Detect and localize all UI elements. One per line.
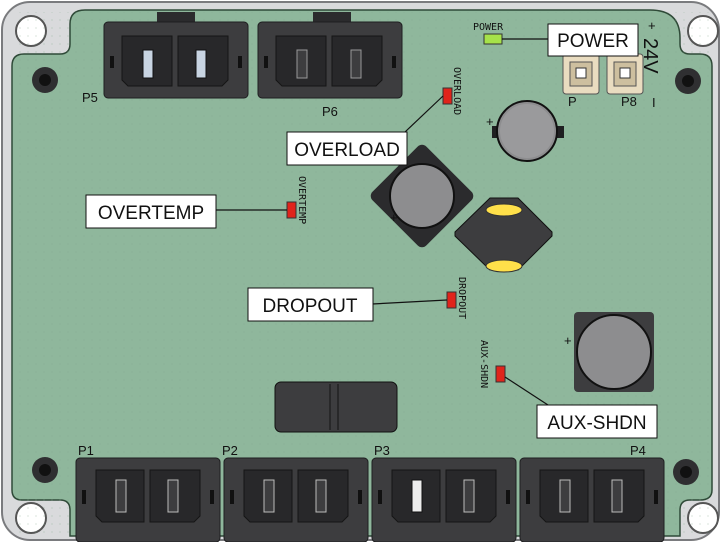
label-p5: P5 <box>82 90 98 105</box>
plate-hole-top-left <box>15 15 47 47</box>
label-p1: P1 <box>78 443 94 458</box>
silk-aux-shdn: AUX-SHDN <box>478 340 489 388</box>
plate-hole-top-right <box>687 15 719 47</box>
screw-top-left <box>32 67 58 93</box>
silk-power: POWER <box>473 22 504 33</box>
svg-text:OVERLOAD: OVERLOAD <box>294 140 400 161</box>
led-overtemp <box>286 201 297 219</box>
capacitor-large: + <box>564 312 654 392</box>
callout-aux-shdn: AUX-SHDN <box>536 404 658 439</box>
connector-p2 <box>223 457 369 542</box>
screw-top-right <box>675 68 701 94</box>
label-p7: P <box>568 94 577 109</box>
capacitor-rotated <box>370 144 474 248</box>
svg-text:DROPOUT: DROPOUT <box>263 296 358 317</box>
label-p8: P8 <box>621 94 637 109</box>
fuse-block <box>274 381 398 433</box>
connector-p6 <box>257 12 403 99</box>
connector-p5 <box>103 12 249 99</box>
capacitor-top: + <box>486 100 564 162</box>
silk-overtemp: OVERTEMP <box>296 176 307 224</box>
svg-text:POWER: POWER <box>557 31 629 52</box>
callout-overtemp: OVERTEMP <box>85 194 217 229</box>
callout-overload: OVERLOAD <box>286 131 408 166</box>
callout-power: POWER <box>547 23 639 57</box>
silk-plus: + <box>648 18 656 33</box>
led-overload <box>442 87 453 105</box>
led-dropout <box>446 291 457 309</box>
connector-p1 <box>75 457 221 542</box>
connector-p8 <box>606 53 644 95</box>
svg-text:OVERTEMP: OVERTEMP <box>98 203 204 224</box>
leader-aux-shdn <box>504 376 549 406</box>
label-p2: P2 <box>222 443 238 458</box>
label-p4: P4 <box>630 443 646 458</box>
leader-dropout <box>371 299 448 305</box>
silk-minus: I <box>652 95 656 110</box>
inductor <box>454 197 553 273</box>
connector-p7 <box>562 53 600 95</box>
screw-bottom-left <box>32 457 58 483</box>
label-p6: P6 <box>322 104 338 119</box>
label-p3: P3 <box>374 443 390 458</box>
leader-overload <box>404 95 444 133</box>
silk-overload: OVERLOAD <box>451 67 462 115</box>
svg-text:+: + <box>486 114 494 129</box>
svg-text:+: + <box>564 333 572 348</box>
plate-hole-bottom-left <box>15 502 47 534</box>
connector-p3 <box>371 457 517 542</box>
connector-p4 <box>519 457 665 542</box>
plate-hole-bottom-right <box>687 502 719 534</box>
svg-text:AUX-SHDN: AUX-SHDN <box>547 413 646 434</box>
silk-24v: 24V <box>639 38 661 74</box>
led-power <box>483 33 503 45</box>
callout-dropout: DROPOUT <box>247 287 374 322</box>
screw-bottom-right <box>673 459 699 485</box>
led-aux-shdn <box>495 365 506 383</box>
capacitor-plus-mark: + <box>390 210 398 225</box>
silk-dropout: DROPOUT <box>456 277 467 319</box>
